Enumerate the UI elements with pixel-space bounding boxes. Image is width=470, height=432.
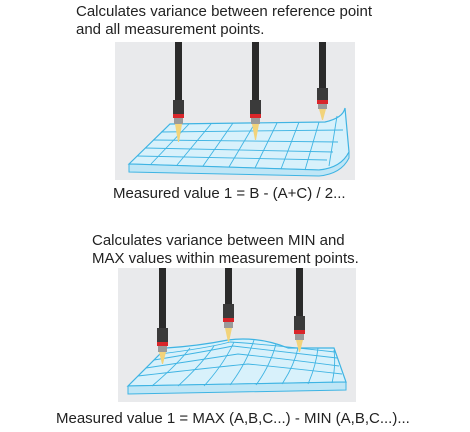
caption-min-max-variance: Calculates variance between MIN and MAX … bbox=[92, 232, 359, 268]
illustration-wavy-plate-probes bbox=[118, 268, 356, 402]
caption-line-2: MAX values within measurement points. bbox=[92, 250, 359, 267]
warped-plate bbox=[127, 107, 350, 177]
illustration-warped-plate-probes bbox=[115, 42, 355, 180]
probe-a bbox=[157, 268, 168, 364]
caption-line-1: Calculates variance between reference po… bbox=[76, 3, 373, 20]
formula-reference-variance: Measured value 1 = B - (A+C) / 2... bbox=[113, 185, 346, 202]
probe-c bbox=[317, 42, 328, 120]
caption-line-1: Calculates variance between MIN and bbox=[92, 232, 345, 249]
probe-a bbox=[173, 42, 184, 142]
caption-line-2: and all measurement points. bbox=[76, 21, 265, 38]
probe-b bbox=[223, 268, 234, 342]
probe-b bbox=[250, 42, 261, 140]
probe-c bbox=[294, 268, 305, 352]
formula-min-max-variance: Measured value 1 = MAX (A,B,C...) - MIN … bbox=[56, 410, 410, 427]
wavy-plate bbox=[126, 338, 347, 395]
caption-reference-variance: Calculates variance between reference po… bbox=[76, 3, 372, 39]
